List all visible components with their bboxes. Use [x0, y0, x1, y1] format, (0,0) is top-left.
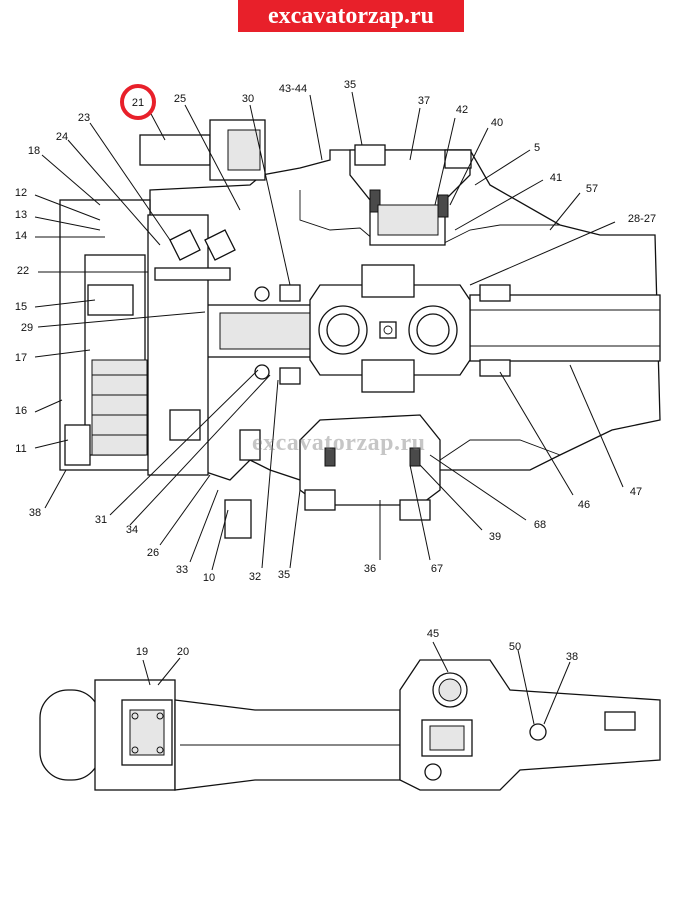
label-37: 37 — [418, 95, 430, 107]
label-5: 5 — [534, 142, 540, 154]
label-17: 17 — [15, 352, 27, 364]
label-30: 30 — [242, 93, 254, 105]
label-67: 67 — [431, 563, 443, 575]
label-16: 16 — [15, 405, 27, 417]
label-38b: 38 — [566, 651, 578, 663]
leader-lines-upper — [34, 91, 624, 571]
label-33: 33 — [176, 564, 188, 576]
label-40: 40 — [491, 117, 503, 129]
label-24: 24 — [56, 131, 68, 143]
label-36: 36 — [364, 563, 376, 575]
label-31: 31 — [95, 514, 107, 526]
label-13: 13 — [15, 209, 27, 221]
label-19: 19 — [136, 646, 148, 658]
label-26: 26 — [147, 547, 159, 559]
part-labels: 21 25 30 43-44 35 37 42 40 5 41 57 28-27… — [15, 79, 656, 663]
label-18: 18 — [28, 145, 40, 157]
label-39: 39 — [489, 531, 501, 543]
label-42: 42 — [456, 104, 468, 116]
label-22: 22 — [17, 265, 29, 277]
label-12: 12 — [15, 187, 27, 199]
label-28-27: 28-27 — [628, 213, 656, 225]
label-15: 15 — [15, 301, 27, 313]
axle-section-view — [59, 119, 661, 539]
label-35a: 35 — [344, 79, 356, 91]
label-21: 21 — [132, 97, 144, 109]
label-10: 10 — [203, 572, 215, 584]
watermark: excavatorzap.ru — [252, 430, 426, 456]
label-35b: 35 — [278, 569, 290, 581]
label-25: 25 — [174, 93, 186, 105]
label-20: 20 — [177, 646, 189, 658]
label-32: 32 — [249, 571, 261, 583]
highlight-circle — [120, 84, 156, 120]
label-29: 29 — [21, 322, 33, 334]
label-38a: 38 — [29, 507, 41, 519]
label-23: 23 — [78, 112, 90, 124]
label-43-44: 43-44 — [279, 83, 307, 95]
label-34: 34 — [126, 524, 138, 536]
axle-outside-view — [39, 641, 661, 791]
label-68: 68 — [534, 519, 546, 531]
label-11: 11 — [15, 443, 26, 455]
label-50: 50 — [509, 641, 521, 653]
site-banner: excavatorzap.ru — [238, 0, 464, 32]
label-46: 46 — [578, 499, 590, 511]
label-57: 57 — [586, 183, 598, 195]
label-41: 41 — [550, 172, 562, 184]
label-14: 14 — [15, 230, 27, 242]
label-47: 47 — [630, 486, 642, 498]
label-45: 45 — [427, 628, 439, 640]
